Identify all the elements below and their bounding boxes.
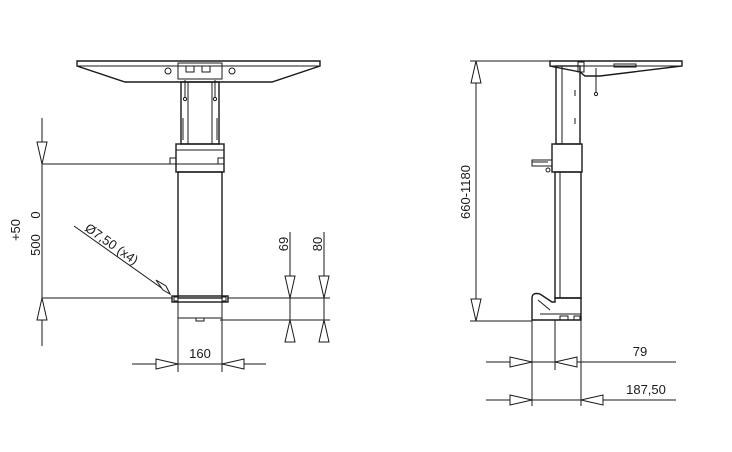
side-view: 660-1180 79 187,50 [458,60,683,406]
width-dim-160 [132,318,266,372]
height-range-dim [470,60,550,322]
stroke-label-zero: 0 [28,211,43,218]
height-dims-base [220,232,330,343]
dim-label-79: 79 [633,344,647,359]
hole-callout-label: Ø7,50 (x4) [82,220,141,268]
dim-label-80: 80 [310,237,325,251]
side-inner-column [555,65,581,145]
dim-label-187: 187,50 [626,382,666,397]
dim-label-69: 69 [276,237,291,251]
front-top-plate [76,60,321,83]
stroke-dimension [36,118,176,346]
front-base-foot [171,295,229,322]
front-collar [169,143,225,173]
hole-callout-leader [73,225,172,296]
dim-187 [486,320,676,406]
side-base-foot [531,292,582,321]
dim-label-160: 160 [189,346,211,361]
height-range-label: 660-1180 [458,165,473,219]
stroke-label-base: 500 [28,234,43,256]
front-view: +50 0 500 Ø7,50 (x4) 69 80 [8,60,330,372]
side-outer-column [554,171,582,299]
stroke-label-top: +50 [8,219,23,241]
front-inner-column [180,80,220,145]
side-collar [531,143,583,173]
front-outer-column [177,171,223,299]
